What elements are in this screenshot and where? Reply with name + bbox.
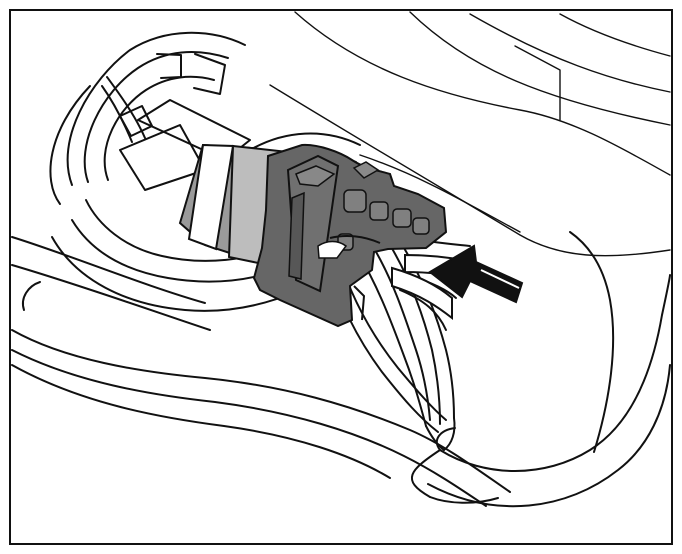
connector-rear-band-light xyxy=(187,143,235,251)
background-housing xyxy=(269,11,671,257)
hose xyxy=(410,231,671,508)
arrow-pointing-left-icon xyxy=(428,244,524,304)
connector xyxy=(178,143,448,328)
